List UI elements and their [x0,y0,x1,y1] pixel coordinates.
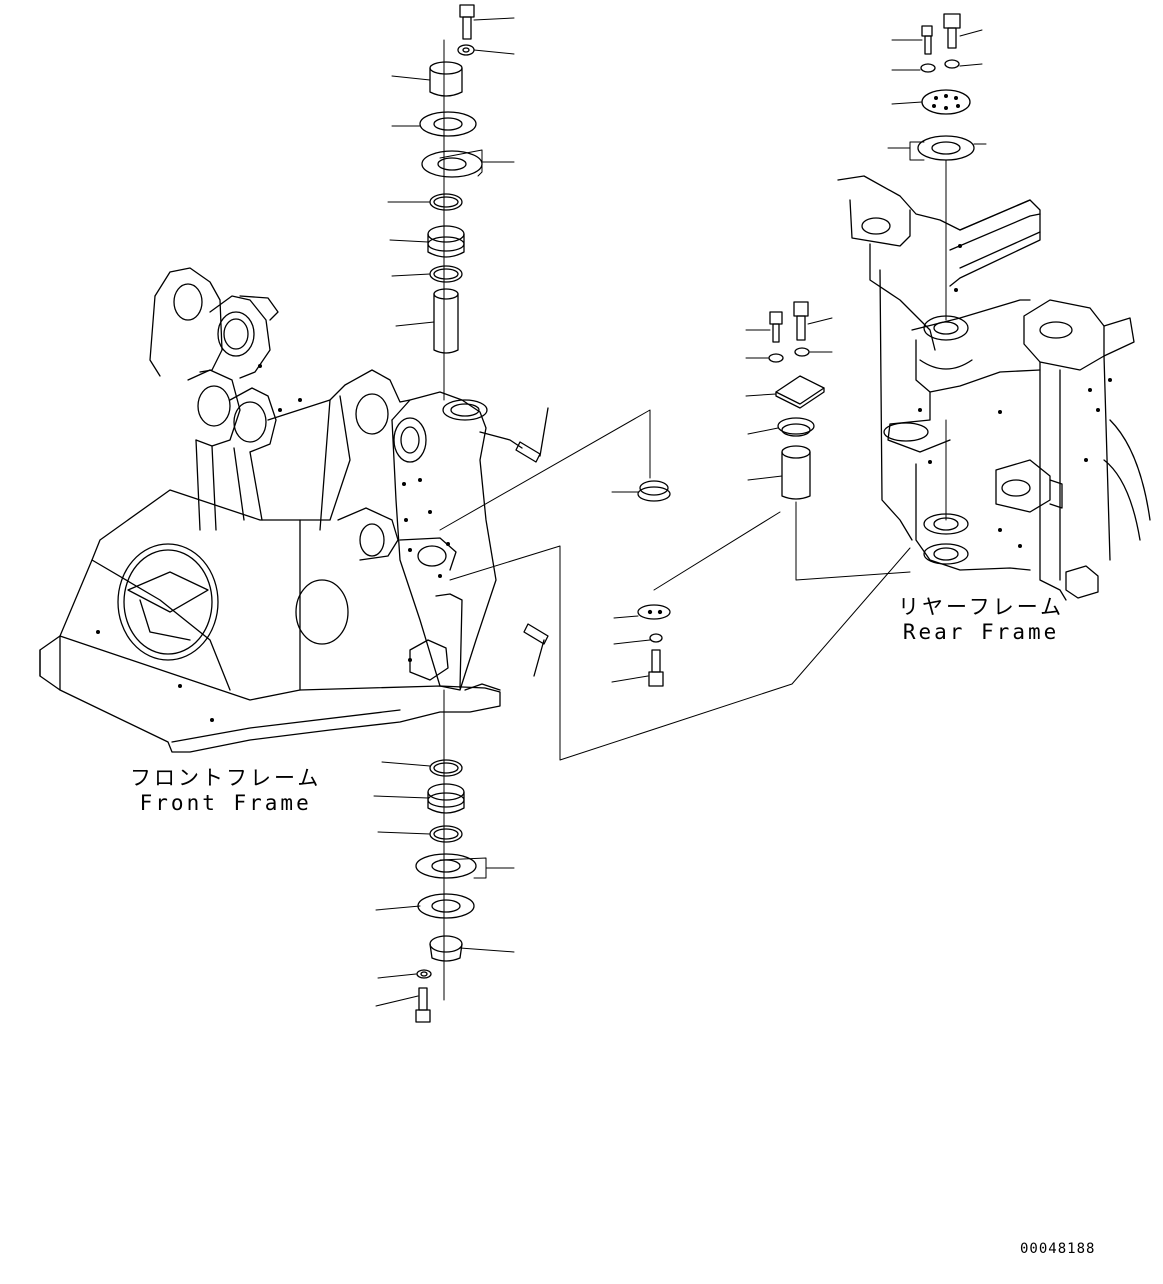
rear-frame-label: リヤーフレーム Rear Frame [898,597,1064,643]
rear-frame-label-en: Rear Frame [902,620,1060,644]
center-seal-parts [439,409,911,761]
front-frame-label-en: Front Frame [139,791,312,815]
front-leader-lines [373,17,515,1007]
rear-frame-label-jp: リヤーフレーム [898,595,1065,619]
drawing-number: 00048188 [1020,1241,1096,1257]
front-frame-label-jp: フロントフレーム [130,766,322,790]
front-pin-assembly [415,4,483,1023]
front-frame-label: フロントフレーム Front Frame [130,768,321,814]
rear-pin-parts [745,301,911,581]
rear-frame-body [837,13,1151,601]
front-frame-body [39,267,549,753]
